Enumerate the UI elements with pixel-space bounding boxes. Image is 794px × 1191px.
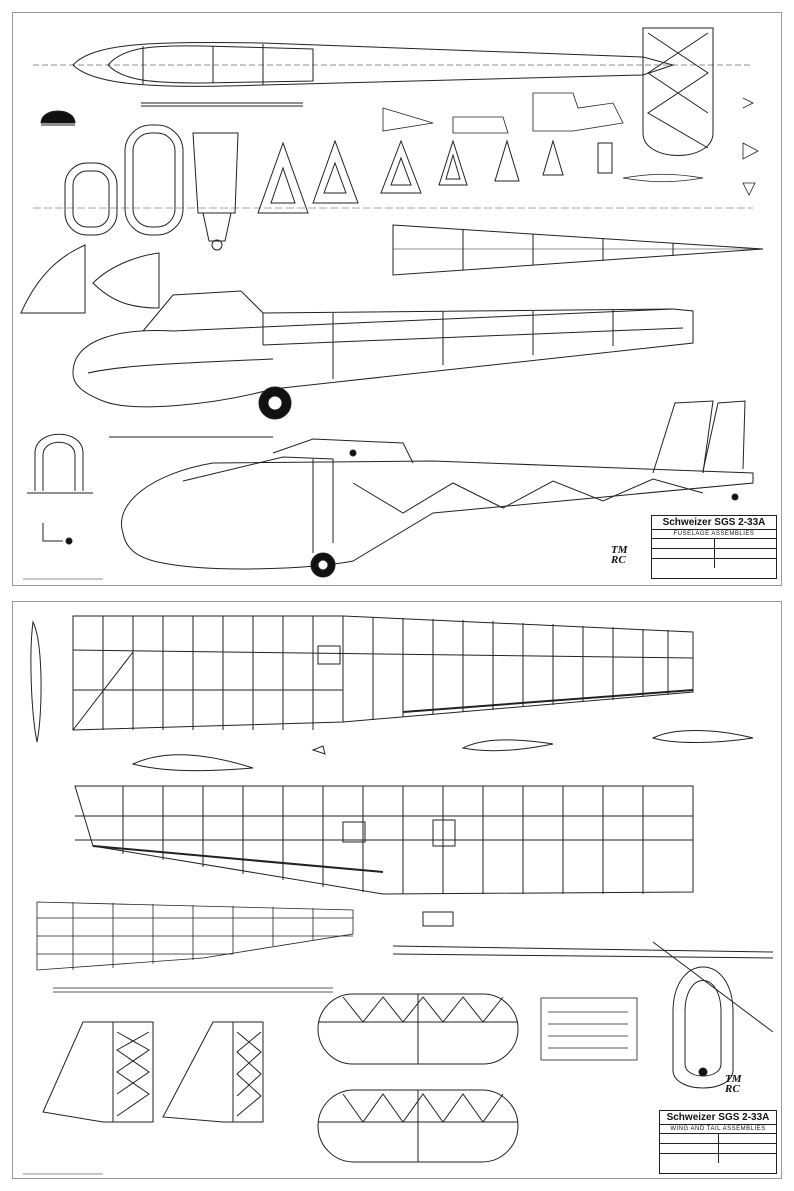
canopy-front-view [672, 966, 734, 1089]
brand-logo: TM RC [611, 544, 628, 566]
title-block-row [652, 539, 776, 549]
aileron-panel [36, 901, 354, 993]
title-block: Schweizer SGS 2-33A WING AND TAIL ASSEMB… [659, 1110, 777, 1174]
title-block-title: Schweizer SGS 2-33A [660, 1111, 776, 1125]
fuselage-plan-sheet: Schweizer SGS 2-33A FUSELAGE ASSEMBLIES … [12, 12, 782, 586]
fuselage-side-view [72, 290, 694, 420]
title-block-row [660, 1154, 776, 1163]
brand-logo: TM RC [725, 1073, 742, 1095]
rudder-right [162, 1021, 264, 1123]
nose-badge [40, 110, 76, 126]
fuselage-perspective-view [121, 400, 754, 578]
fittings-parts [382, 92, 759, 196]
seat-formers [20, 244, 160, 314]
title-block-subtitle: FUSELAGE ASSEMBLIES [652, 530, 776, 539]
wing-drawing [23, 615, 774, 1175]
title-block-subtitle: WING AND TAIL ASSEMBLIES [660, 1125, 776, 1134]
rudder-left [42, 1021, 154, 1123]
rib-profile [30, 620, 42, 743]
wing-plan-sheet: Schweizer SGS 2-33A WING AND TAIL ASSEMB… [12, 601, 782, 1179]
title-block-row [660, 1134, 776, 1144]
fuselage-top-view [33, 27, 753, 156]
tailboom-panel [392, 224, 764, 276]
wing-panel-lower [74, 785, 694, 895]
wing-rib-sections [131, 730, 754, 772]
title-block-row [660, 1144, 776, 1154]
horizontal-stabilizer-strut [392, 911, 774, 1033]
skid-parts [27, 433, 273, 545]
fuselage-drawing [20, 27, 764, 580]
hinge-detail [540, 997, 638, 1061]
title-block-title: Schweizer SGS 2-33A [652, 516, 776, 530]
elevator-bottom [317, 1089, 519, 1163]
title-block-row [652, 559, 776, 568]
title-block-row [652, 549, 776, 559]
title-block: Schweizer SGS 2-33A FUSELAGE ASSEMBLIES [651, 515, 777, 579]
wing-panel-upper [72, 615, 694, 731]
elevator-top [317, 993, 519, 1065]
bulkheads-row [33, 124, 753, 251]
